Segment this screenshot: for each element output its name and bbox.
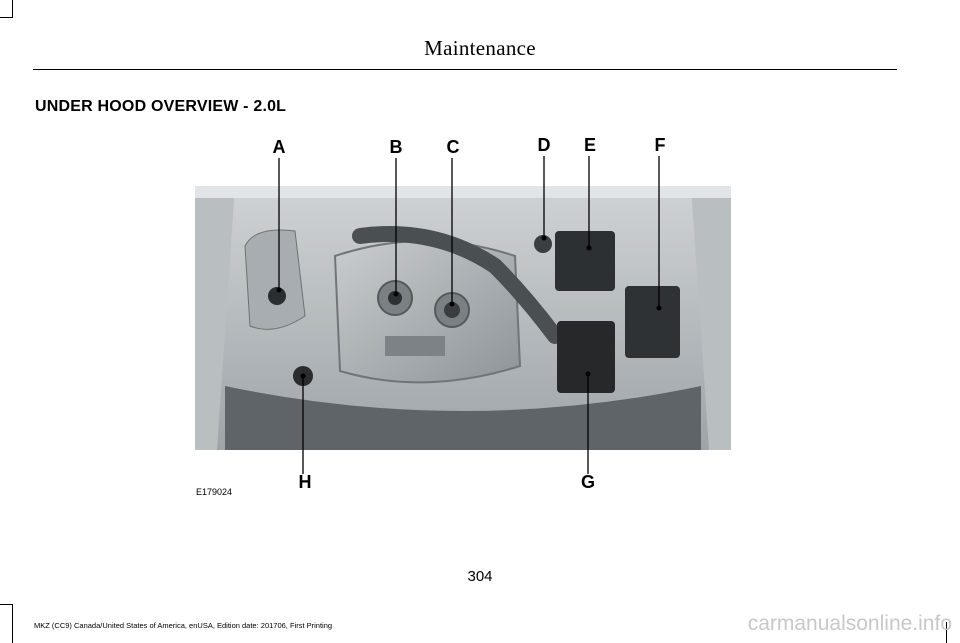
callout-label-g: G xyxy=(580,472,595,492)
callout-label-c: C xyxy=(446,137,460,157)
callout-label-b: B xyxy=(389,137,403,157)
figure-id: E179024 xyxy=(196,487,233,497)
section-heading: UNDER HOOD OVERVIEW - 2.0L xyxy=(35,98,287,115)
watermark: carmanualsonline.info xyxy=(747,612,952,635)
callout-label-f: F xyxy=(654,135,666,155)
page-number: 304 xyxy=(467,568,493,585)
engine-bay-photo xyxy=(195,186,731,450)
callout-label-h: H xyxy=(298,472,312,492)
crop-mark-bottom-left-vertical xyxy=(12,604,13,643)
callout-label-e: E xyxy=(583,135,596,155)
callout-label-a: A xyxy=(272,137,286,157)
crop-mark-top-left-horizontal xyxy=(0,17,13,18)
crop-mark-top-left-vertical xyxy=(12,0,13,17)
callout-label-d: D xyxy=(537,135,551,155)
page-header-title: Maintenance xyxy=(424,36,536,60)
crop-mark-bottom-right-vertical xyxy=(946,622,947,643)
footer-edition-text: MKZ (CC9) Canada/United States of Americ… xyxy=(34,621,333,630)
header-divider xyxy=(33,69,897,70)
crop-mark-bottom-left-horizontal xyxy=(0,604,13,605)
